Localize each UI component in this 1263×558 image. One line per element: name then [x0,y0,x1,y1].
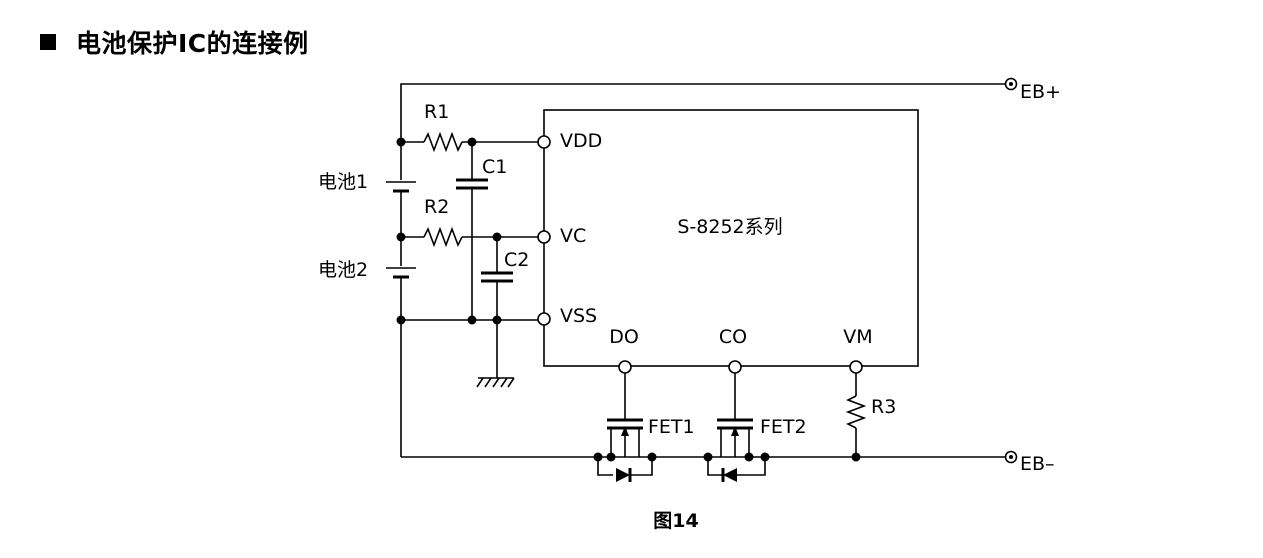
vc-pin-label: VC [560,225,586,247]
c2-capacitor-icon [481,271,513,283]
ground-icon [476,377,515,388]
vss-pin-label: VSS [560,305,597,327]
r2-resistor-icon [423,226,463,248]
fet2-label: FET2 [760,416,807,438]
r1-resistor-icon [423,131,463,153]
vm-pin-icon [849,360,863,374]
c2-label: C2 [504,249,529,271]
vdd-pin-icon [537,135,551,149]
r2-label: R2 [424,196,449,218]
fet1-mosfet-icon [597,373,653,482]
vdd-pin-label: VDD [560,130,602,152]
r3-resistor-icon [845,395,867,429]
vc-pin-icon [537,230,551,244]
co-pin-icon [728,360,742,374]
eb-plus-label: EB+ [1020,81,1061,103]
co-pin-label: CO [719,326,747,348]
fet2-mosfet-icon [707,373,766,482]
r3-label: R3 [871,396,896,418]
vm-pin-label: VM [843,326,872,348]
fet1-label: FET1 [648,416,695,438]
heading-text: 电池保护IC的连接例 [76,29,309,58]
r1-label: R1 [424,101,449,123]
eb-plus-terminal-icon [1004,77,1018,91]
junction-dots [396,137,502,325]
vss-pin-icon [537,312,551,326]
bat1-battery-icon [386,181,416,193]
section-heading: 电池保护IC的连接例 [40,22,309,62]
eb-minus-label: EB– [1020,453,1055,475]
figure-caption: 图14 [653,510,698,532]
do-pin-icon [618,360,632,374]
bat1-label: 电池1 [318,171,368,193]
bat2-label: 电池2 [318,259,368,281]
bat2-battery-icon [386,267,416,279]
c1-label: C1 [482,156,507,178]
do-pin-label: DO [609,326,639,348]
c1-capacitor-icon [456,178,488,190]
eb-plus-wire [400,83,1008,142]
square-bullet-icon [40,34,56,50]
chip-name: S-8252系列 [677,216,782,238]
eb-minus-terminal-icon [1004,450,1018,464]
